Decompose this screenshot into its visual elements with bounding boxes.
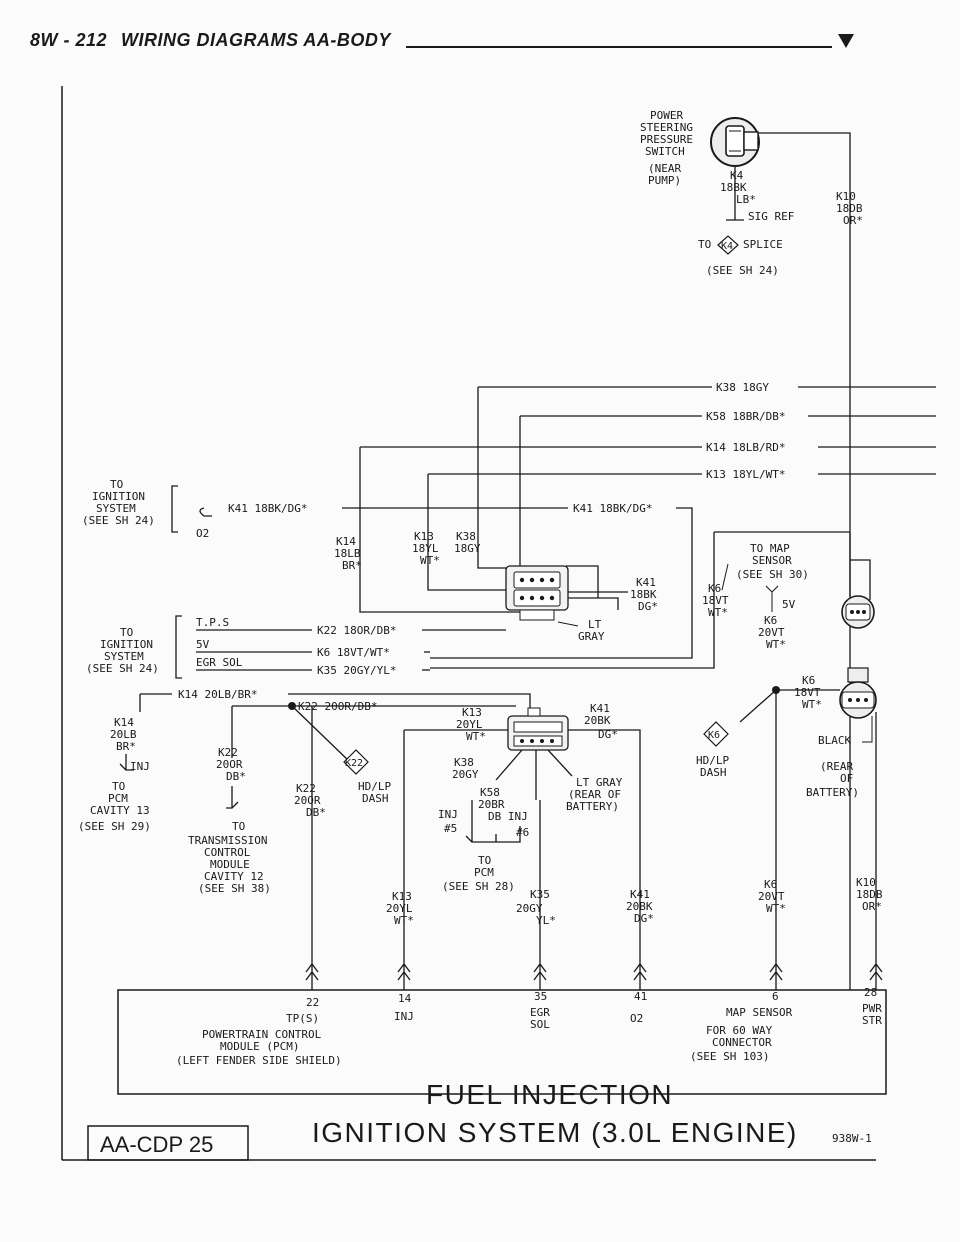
pcm-pin-41-num: 41 xyxy=(634,990,647,1003)
pcm-pin-35-num: 35 xyxy=(534,990,547,1003)
lt-gray-label: LT GRAY xyxy=(578,618,608,643)
black-label: BLACK xyxy=(818,734,851,747)
to-splice-to: TO xyxy=(698,238,711,251)
map-sensor-connector-icon xyxy=(841,595,875,629)
k6-splice-diamond-icon xyxy=(703,721,729,747)
bus-k14-label: K14 18LB/RD* xyxy=(706,441,785,454)
pcm-pin-14-name: INJ xyxy=(394,1010,414,1023)
k22-splice-tag: K22 xyxy=(345,758,363,769)
hdlp-dash-b-label: HD/LP DASH xyxy=(696,754,736,779)
k22-20or-a-label: K22 20OR DB* xyxy=(216,746,249,783)
k38-18gy-label: K38 18GY xyxy=(454,530,483,555)
k41-20bk-label: K41 20BK DG* xyxy=(584,702,618,741)
k14-18lb-label: K14 18LB BR* xyxy=(334,535,367,572)
ign-mid-label: TO IGNITION SYSTEM (SEE SH 24) xyxy=(86,626,160,675)
bus-k38-label: K38 18GY xyxy=(716,381,769,394)
code-box xyxy=(87,1125,249,1161)
k22-18or-label: K22 18OR/DB* xyxy=(317,624,396,637)
pcm-pin-22-name: TP(S) xyxy=(286,1012,319,1025)
k4-splice-tag: K4 xyxy=(721,241,733,252)
hdlp-dash-a-label: HD/LP DASH xyxy=(358,780,398,805)
lower-connector-icon xyxy=(507,707,569,751)
see-sh24-top: (SEE SH 24) xyxy=(706,264,779,277)
k35-bottom-label: K35 20GY YL* xyxy=(516,888,557,927)
to-splice-splice: SPLICE xyxy=(743,238,783,251)
pcm-connector-label: FOR 60 WAY CONNECTOR (SEE SH 103) xyxy=(690,1024,779,1063)
pcm-pin-22-num: 22 xyxy=(306,996,319,1009)
ps-switch-label: POWER STEERING PRESSURE SWITCH (NEAR PUM… xyxy=(640,109,700,187)
k13-20yl-label: K13 20YL WT* xyxy=(456,706,489,743)
upper-connector-icon xyxy=(505,565,569,621)
power-steering-switch-icon xyxy=(710,117,760,167)
five-v-b-label: 5V xyxy=(196,638,210,651)
k58-20br-label: K58 20BR DB INJ xyxy=(478,786,528,823)
bus-k13-label: K13 18YL/WT* xyxy=(706,468,785,481)
map-sensor-ref-label: TO MAP SENSOR (SEE SH 30) xyxy=(736,542,809,581)
tps-label: T.P.S xyxy=(196,616,229,629)
map-connector-lower-icon xyxy=(839,667,877,719)
k14-20lb-label: K14 20LB BR* xyxy=(110,716,143,753)
k41-left-label: K41 18BK/DG* xyxy=(228,502,307,515)
k6-20vt-a-label: K6 20VT WT* xyxy=(758,614,791,651)
egr-sol-label: EGR SOL xyxy=(196,656,243,669)
k35-20gy-label: K35 20GY/YL* xyxy=(317,664,396,677)
k41-mid-label: K41 18BK/DG* xyxy=(573,502,652,515)
lt-gray-rear-label: LT GRAY (REAR OF BATTERY) xyxy=(566,776,629,813)
header-rule xyxy=(406,46,832,48)
k14-20lb-br-label: K14 20LB/BR* xyxy=(178,688,257,701)
inj5-label: INJ #5 xyxy=(438,808,465,835)
k10-top-label: K10 18DB OR* xyxy=(836,190,869,227)
five-v-a-label: 5V xyxy=(782,598,796,611)
k13-18yl-label: K13 18YL WT* xyxy=(412,530,445,567)
pcm-pin-41-name: O2 xyxy=(630,1012,643,1025)
pcm-pin-6-name: MAP SENSOR xyxy=(726,1006,793,1019)
title-line-2: IGNITION SYSTEM (3.0L ENGINE) xyxy=(312,1117,798,1148)
bus-k58-label: K58 18BR/DB* xyxy=(706,410,785,423)
pcm-connector-chevrons xyxy=(305,962,883,981)
rear-battery-label: (REAR OF BATTERY) xyxy=(806,760,860,799)
header-arrow-icon xyxy=(838,34,854,48)
figure-number: 938W-1 xyxy=(832,1132,872,1145)
to-pcm28-label: TO PCM (SEE SH 28) xyxy=(442,854,515,893)
k22-splice-diamond-icon xyxy=(343,749,369,775)
k41-18bk-label: K41 18BK DG* xyxy=(630,576,663,613)
k6-splice-tag: K6 xyxy=(708,730,720,741)
k4-wire-label: K4 18BK LB* xyxy=(720,169,756,206)
k13-bottom-label: K13 20YL WT* xyxy=(386,890,419,927)
title-line-1: FUEL INJECTION xyxy=(426,1079,673,1110)
k38-20gy-label: K38 20GY xyxy=(452,756,481,781)
to-pcm13-label: TO PCM CAVITY 13 (SEE SH 29) xyxy=(78,780,156,833)
page-number: 8W - 212 xyxy=(30,30,108,50)
k6-bottom-label: K6 20VT WT* xyxy=(758,878,791,915)
pcm-box xyxy=(117,989,887,1095)
page-header-title: WIRING DIAGRAMS AA-BODY xyxy=(121,30,391,50)
pcm-pin-28-num: 28 xyxy=(864,986,877,999)
k41-bottom-label: K41 20BK DG* xyxy=(626,888,659,925)
o2-label: O2 xyxy=(196,527,209,540)
k22-20or-b-label: K22 20OR DB* xyxy=(294,782,327,819)
page-header: 8W - 212 WIRING DIAGRAMS AA-BODY xyxy=(30,30,391,51)
k4-splice-diamond-icon xyxy=(717,235,739,255)
k10-bottom-label: K10 18DB OR* xyxy=(856,876,889,913)
pcm-name-label: POWERTRAIN CONTROL MODULE (PCM) (LEFT FE… xyxy=(176,1028,342,1067)
k6-18vt-b-label: K6 18VT WT* xyxy=(794,674,827,711)
k6-18vt-label: K6 18VT/WT* xyxy=(317,646,390,659)
title-code: AA-CDP 25 xyxy=(100,1132,213,1157)
sig-ref-label: SIG REF xyxy=(748,210,794,223)
inj6-label: #6 xyxy=(516,826,529,839)
ign-top-label: TO IGNITION SYSTEM (SEE SH 24) xyxy=(82,478,155,527)
pcm-pin-14-num: 14 xyxy=(398,992,412,1005)
to-tcm-label: TO TRANSMISSION CONTROL MODULE CAVITY 12… xyxy=(188,820,274,895)
k6-18vt-a-label: K6 18VT WT* xyxy=(702,582,735,619)
pcm-pin-6-num: 6 xyxy=(772,990,779,1003)
inj-label: INJ xyxy=(130,760,150,773)
